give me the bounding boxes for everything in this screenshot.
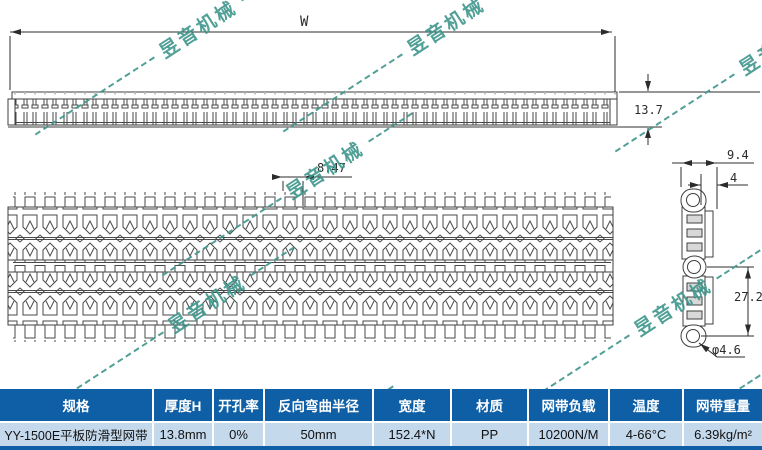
- dimension-w: [9, 29, 616, 92]
- value-belt-weight: 6.39kg/m²: [684, 423, 762, 446]
- header-spec: 规格: [0, 389, 152, 421]
- side-elevation-view: [7, 91, 619, 128]
- value-thickness: 13.8mm: [154, 423, 212, 446]
- value-back-bend-radius: 50mm: [265, 423, 372, 446]
- dim-label-link-width: 9.4: [727, 148, 749, 162]
- dim-label-hole-spacing: 27.2: [734, 290, 762, 304]
- header-back-bend-radius: 反向弯曲半径: [265, 389, 372, 421]
- header-material: 材质: [452, 389, 527, 421]
- dim-label-hole-diameter: φ4.6: [712, 343, 741, 357]
- header-width: 宽度: [374, 389, 450, 421]
- header-open-area: 开孔率: [214, 389, 263, 421]
- dim-label-thickness: 13.7: [634, 103, 663, 117]
- header-thickness: 厚度H: [154, 389, 212, 421]
- technical-drawing: [7, 29, 760, 358]
- header-temperature: 温度: [610, 389, 682, 421]
- value-width: 152.4*N: [374, 423, 450, 446]
- dimension-hole-spacing: [701, 266, 754, 337]
- link-profile-view: [680, 188, 714, 348]
- table-bottom-border: [0, 446, 762, 450]
- spec-table: 规格 厚度H 开孔率 反向弯曲半径 宽度 材质 网带负载 温度 网带重量 YY-…: [0, 389, 762, 446]
- value-belt-load: 10200N/M: [529, 423, 608, 446]
- value-material: PP: [452, 423, 527, 446]
- dimension-hole-diameter: [698, 342, 745, 358]
- value-temperature: 4-66°C: [610, 423, 682, 446]
- header-belt-weight: 网带重量: [684, 389, 762, 421]
- value-spec: YY-1500E平板防滑型网带: [0, 423, 152, 446]
- dimension-plate: [688, 174, 748, 205]
- dimension-pitch: [272, 174, 352, 206]
- dimension-thickness: [619, 74, 760, 145]
- dimension-link-width: [672, 160, 754, 209]
- value-open-area: 0%: [214, 423, 263, 446]
- plan-view: [7, 192, 614, 342]
- dim-label-plate: 4: [730, 171, 738, 185]
- dim-label-w: W: [300, 14, 309, 30]
- header-belt-load: 网带负载: [529, 389, 608, 421]
- dim-label-pitch: 8.47: [317, 161, 346, 175]
